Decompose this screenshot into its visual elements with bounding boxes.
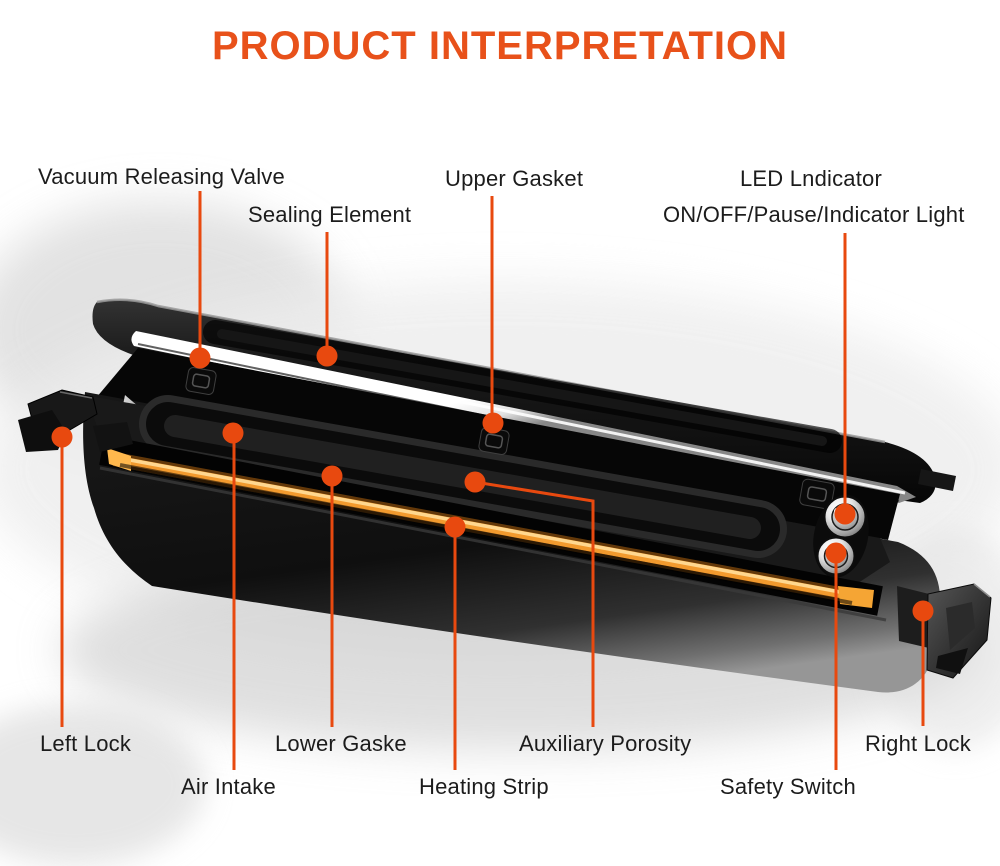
label-safety-switch: Safety Switch <box>720 774 856 799</box>
label-right-lock: Right Lock <box>865 731 971 756</box>
right-latch-clip <box>799 478 835 510</box>
label-vacuum-releasing-valve: Vacuum Releasing Valve <box>38 164 285 189</box>
dot-air-intake <box>222 422 244 444</box>
dot-right-lock <box>912 600 934 622</box>
label-led-indicator: LED Lndicator <box>740 166 883 191</box>
right-lock-clamp <box>897 583 992 679</box>
lid-right-tab <box>918 469 956 491</box>
dot-upper-gasket <box>482 412 504 434</box>
dot-left-lock <box>51 426 73 448</box>
label-upper-gasket: Upper Gasket <box>445 166 584 191</box>
dot-auxiliary-porosity <box>464 471 486 493</box>
sealer-base <box>83 392 941 693</box>
label-heating-strip: Heating Strip <box>419 774 549 799</box>
label-sealing-element: Sealing Element <box>248 202 412 227</box>
lid-top-rim-highlight <box>96 298 886 444</box>
label-left-lock: Left Lock <box>40 731 132 756</box>
vacuum-releasing-valve-clip <box>185 367 217 395</box>
upper-gasket-clip <box>478 427 510 455</box>
dot-on-off-button <box>834 503 856 525</box>
label-air-intake: Air Intake <box>181 774 276 799</box>
page-title: PRODUCT INTERPRETATION <box>211 24 789 68</box>
dot-sealing-element <box>316 345 338 367</box>
leader-auxiliary-porosity <box>474 480 595 727</box>
dot-lower-gasket <box>321 465 343 487</box>
dot-safety-switch <box>825 542 847 564</box>
heating-strip <box>99 435 887 622</box>
lower-gasket-channel <box>139 395 787 558</box>
leader-lines <box>60 191 925 770</box>
dot-vacuum-releasing-valve <box>189 347 211 369</box>
label-auxiliary-porosity: Auxiliary Porosity <box>519 731 692 756</box>
leader-dots <box>51 345 934 622</box>
dot-heating-strip <box>444 516 466 538</box>
label-on-off-pause-indicator-light: ON/OFF/Pause/Indicator Light <box>663 202 965 227</box>
label-lower-gasket: Lower Gaske <box>275 731 407 756</box>
